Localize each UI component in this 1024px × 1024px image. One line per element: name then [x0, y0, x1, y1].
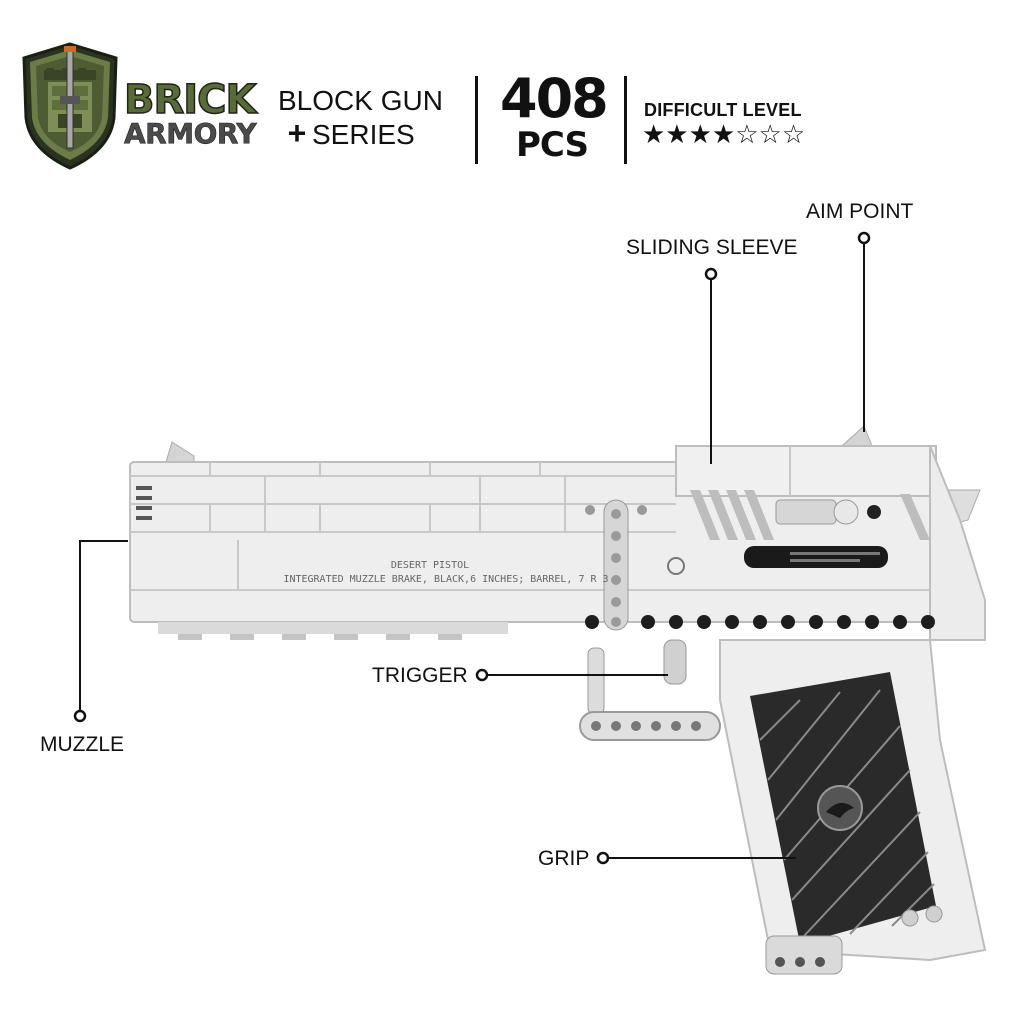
aim-assembly: [775, 499, 837, 525]
bottom-hole-row: [585, 615, 935, 629]
series-line1: BLOCK GUN: [278, 85, 443, 116]
callout-grip: GRIP: [538, 847, 590, 870]
slide-rear: [675, 445, 937, 497]
technic-beam: [603, 499, 629, 631]
rear-sight: [840, 425, 873, 447]
piece-count: 408: [500, 67, 609, 130]
trigger-pin: [587, 647, 605, 715]
callout-dots: [73, 231, 871, 865]
grip-stripes: [759, 689, 935, 937]
gun-text-line2: INTEGRATED MUZZLE BRAKE, BLACK,6 INCHES;…: [283, 574, 608, 585]
callout-sliding-sleeve: SLIDING SLEEVE: [626, 236, 798, 259]
trigger-guard-holes: [591, 721, 701, 731]
slide-serrations: [690, 490, 930, 540]
series-line2-row: +SERIES: [278, 117, 443, 151]
technic-beam-holes: [611, 509, 621, 627]
difficulty-label: DIFFICULT LEVEL: [644, 100, 802, 120]
brand-line1: BRICK: [123, 77, 257, 123]
brick-armory-logo: [22, 42, 118, 170]
gun-text-line1: DESERT PISTOL: [391, 560, 469, 571]
callout-lines: [79, 238, 865, 859]
divider-1: [475, 76, 478, 164]
ejection-port: [744, 546, 888, 568]
divider-2: [624, 76, 627, 164]
trigger: [663, 639, 687, 685]
front-sight: [165, 441, 195, 463]
muzzle-vents: [136, 486, 152, 520]
callout-muzzle: MUZZLE: [40, 733, 124, 756]
brand-line2: ARMORY: [124, 117, 257, 150]
brick-lines: [130, 446, 930, 591]
brand-name: BRICK ARMORY: [123, 77, 257, 150]
rail-teeth: [178, 634, 462, 640]
series-line2: SERIES: [312, 119, 415, 150]
rail: [158, 622, 508, 634]
trigger-guard-beam: [579, 711, 721, 741]
piece-unit: PCS: [516, 125, 589, 165]
grip-base: [765, 935, 843, 975]
callout-trigger: TRIGGER: [372, 664, 468, 687]
difficulty-stars: ★★★★☆☆☆: [642, 120, 806, 150]
slide-tail: [900, 445, 986, 641]
callout-aim-point: AIM POINT: [806, 200, 914, 223]
plus-icon: +: [287, 115, 307, 151]
piece-count-block: 408 PCS: [500, 67, 609, 165]
series-title: BLOCK GUN +SERIES: [278, 84, 443, 151]
